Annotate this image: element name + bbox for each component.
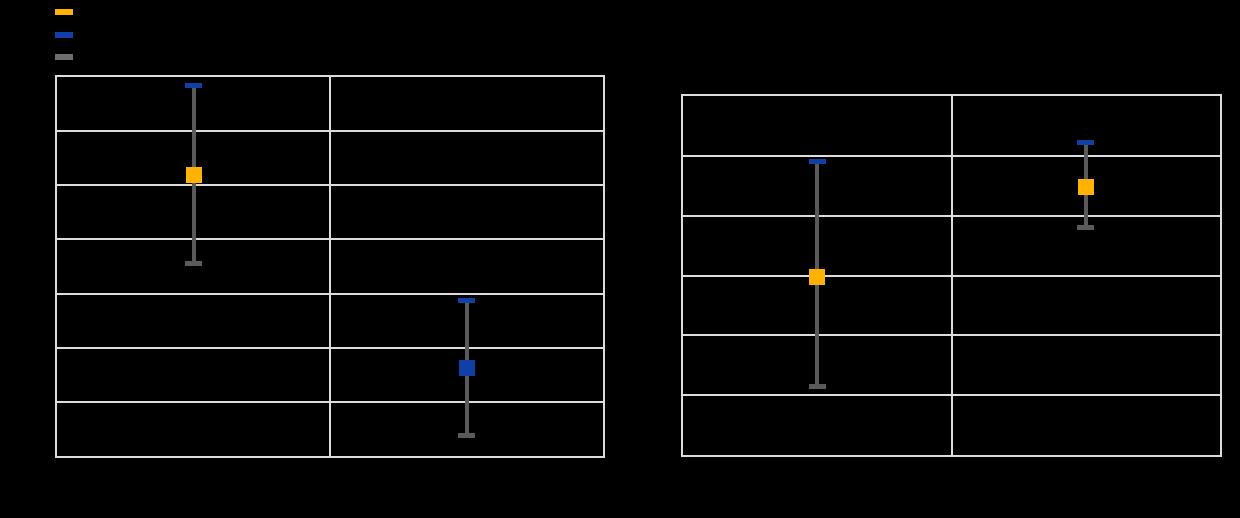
error-bar-upper-cap — [185, 83, 202, 89]
error-bar-upper-cap — [458, 298, 475, 304]
data-point-marker — [809, 268, 826, 285]
legend-key-yellow — [55, 9, 73, 15]
left-chart-panel — [55, 75, 605, 458]
legend-key-gray — [55, 54, 73, 60]
error-bar-lower-cap — [808, 384, 826, 390]
gridline-vertical — [329, 77, 331, 456]
error-bar-upper-cap — [1077, 140, 1095, 146]
error-bar-lower-cap — [1077, 225, 1095, 231]
gridline-vertical — [950, 96, 953, 455]
data-point-marker — [458, 360, 475, 377]
right-chart-panel — [681, 94, 1222, 457]
error-bar-lower-cap — [185, 261, 202, 267]
data-point-marker — [1077, 178, 1094, 195]
error-bar-upper-cap — [808, 158, 826, 164]
error-bar-lower-cap — [458, 432, 475, 438]
legend-key-blue — [55, 31, 73, 38]
data-point-marker — [185, 166, 202, 183]
